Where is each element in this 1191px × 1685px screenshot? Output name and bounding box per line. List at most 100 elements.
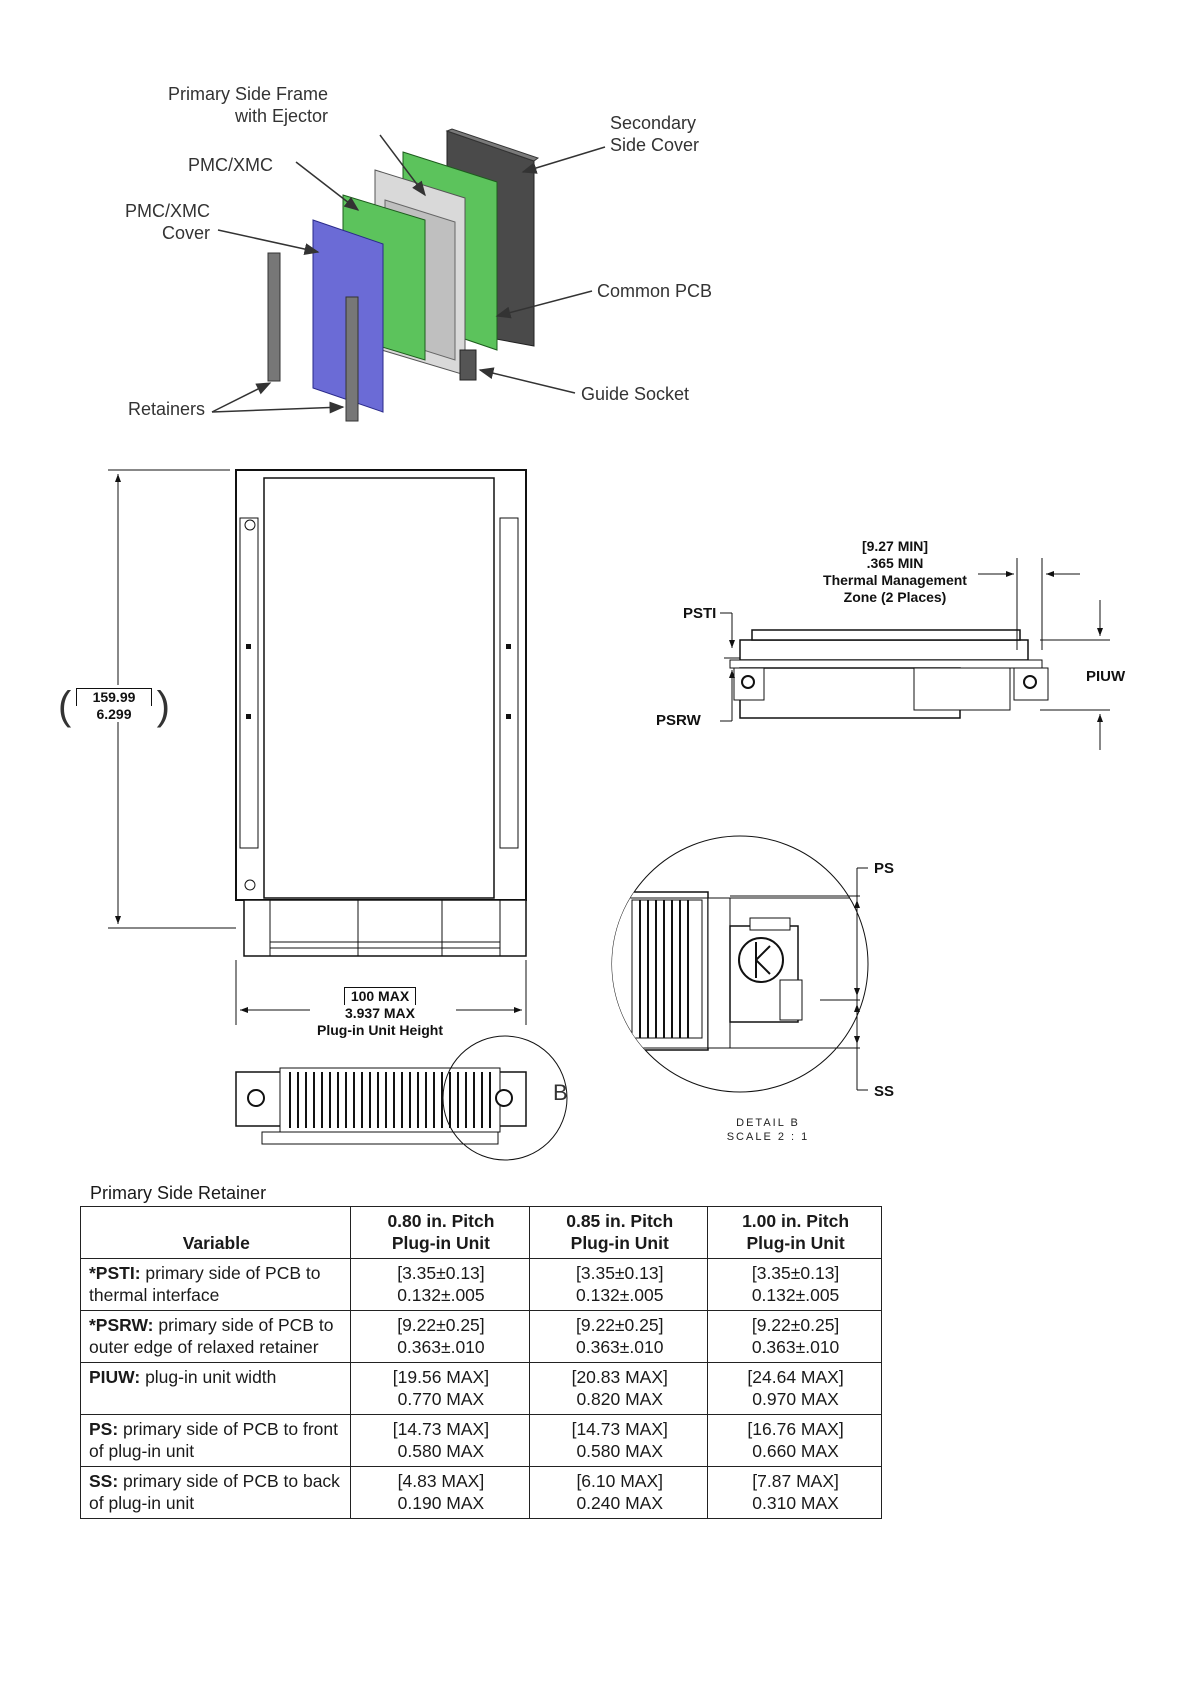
value-metric: [24.64 MAX] [747, 1367, 844, 1387]
value-cell: [3.35±0.13]0.132±.005 [529, 1258, 709, 1311]
variable-key: *PSRW: [89, 1315, 154, 1335]
value-metric: [19.56 MAX] [392, 1367, 490, 1387]
ss-label: SS [874, 1083, 895, 1100]
variable-key: PS: [89, 1419, 119, 1439]
label-pmc-xmc-cover: PMC/XMC Cover [100, 200, 210, 244]
header-pitch-085-line2: Plug-in Unit [570, 1233, 669, 1253]
variable-cell: *PSTI: primary side of PCB to thermal in… [80, 1258, 351, 1311]
height-dimension: ( ) 159.99 6.299 [58, 684, 170, 728]
value-metric: [3.35±0.13] [576, 1263, 664, 1283]
header-variable-label: Variable [182, 1233, 250, 1253]
value-inch: 0.363±.010 [751, 1337, 840, 1357]
table-title: Primary Side Retainer [90, 1183, 267, 1203]
thermal-zone-dim: [9.27 MIN] .365 MIN Thermal Management Z… [790, 538, 1000, 606]
value-cell: [3.35±0.13]0.132±.005 [707, 1258, 882, 1311]
label-secondary-side-cover-line2: Side Cover [610, 135, 700, 155]
value-metric: [6.10 MAX] [576, 1471, 664, 1491]
value-metric: [7.87 MAX] [752, 1471, 839, 1491]
value-inch: 0.970 MAX [752, 1389, 839, 1409]
table-row: SS: primary side of PCB to back of plug-… [80, 1466, 882, 1519]
detail-b-caption-line2: SCALE 2 : 1 [726, 1131, 810, 1143]
value-cell: [9.22±0.25]0.363±.010 [529, 1310, 709, 1363]
label-pmc-xmc: PMC/XMC [188, 155, 273, 175]
width-dim-metric: 100 MAX [343, 987, 417, 1005]
value-inch: 0.132±.005 [576, 1285, 664, 1305]
retainer-left-shape [267, 252, 281, 382]
value-inch: 0.132±.005 [751, 1285, 840, 1305]
width-dim-caption: Plug-in Unit Height [317, 1022, 443, 1038]
detail-b-drawing [611, 835, 869, 1093]
label-primary-side-frame-line1: Primary Side Frame [167, 84, 328, 104]
value-metric: [9.22±0.25] [397, 1315, 485, 1335]
table-row: *PSTI: primary side of PCB to thermal in… [80, 1258, 882, 1311]
label-common-pcb: Common PCB [597, 281, 713, 301]
psrw-label: PSRW [656, 712, 701, 729]
variable-description: plug-in unit width [140, 1367, 277, 1387]
value-cell: [6.10 MAX]0.240 MAX [529, 1466, 709, 1519]
value-metric: [16.76 MAX] [747, 1419, 844, 1439]
value-cell: [7.87 MAX]0.310 MAX [707, 1466, 882, 1519]
width-dim-inch: 3.937 MAX [344, 1005, 416, 1021]
label-pmc-xmc-cover-line2: Cover [161, 223, 210, 243]
value-metric: [9.22±0.25] [751, 1315, 840, 1335]
value-inch: 0.363±.010 [397, 1337, 485, 1357]
value-inch: 0.363±.010 [576, 1337, 664, 1357]
variable-description: primary side of PCB to thermal interface [89, 1263, 321, 1305]
header-pitch-100-line2: Plug-in Unit [746, 1233, 845, 1253]
value-cell: [4.83 MAX]0.190 MAX [349, 1466, 531, 1519]
table-row: PIUW: plug-in unit width [19.56 MAX]0.770… [80, 1362, 882, 1415]
value-cell: [20.83 MAX]0.820 MAX [529, 1362, 709, 1415]
variable-cell: PS: primary side of PCB to front of plug… [80, 1414, 351, 1467]
label-retainers: Retainers [128, 399, 206, 419]
exploded-assembly-drawing [211, 128, 606, 422]
value-cell: [9.22±0.25]0.363±.010 [349, 1310, 531, 1363]
header-variable: Variable [80, 1206, 351, 1259]
ps-label: PS [874, 860, 895, 877]
value-inch: 0.580 MAX [397, 1441, 485, 1461]
retainer-right-shape [345, 296, 359, 422]
variable-description: primary side of PCB to back of plug-in u… [89, 1471, 340, 1513]
value-inch: 0.770 MAX [397, 1389, 485, 1409]
psti-label: PSTI [683, 605, 717, 622]
thermal-zone-caption2: Zone (2 Places) [843, 589, 947, 605]
label-primary-side-frame-line2: with Ejector [234, 106, 328, 126]
table-body: *PSTI: primary side of PCB to thermal in… [80, 1258, 882, 1519]
header-pitch-085-line1: 0.85 in. Pitch [566, 1211, 674, 1231]
value-inch: 0.240 MAX [576, 1493, 664, 1513]
variable-description: primary side of PCB to front of plug-in … [89, 1419, 338, 1461]
label-pmc-xmc-cover-line1: PMC/XMC [125, 201, 210, 221]
value-metric: [20.83 MAX] [571, 1367, 668, 1387]
table-row: PS: primary side of PCB to front of plug… [80, 1414, 882, 1467]
width-dimension: 100 MAX 3.937 MAX Plug-in Unit Height [300, 987, 460, 1039]
thermal-zone-caption1: Thermal Management [823, 572, 967, 588]
value-cell: [19.56 MAX]0.770 MAX [349, 1362, 531, 1415]
value-metric: [9.22±0.25] [576, 1315, 664, 1335]
value-inch: 0.190 MAX [397, 1493, 485, 1513]
label-guide-socket: Guide Socket [581, 384, 690, 404]
label-secondary-side-cover-line1: Secondary [610, 113, 697, 133]
value-cell: [14.73 MAX]0.580 MAX [529, 1414, 709, 1467]
variable-key: PIUW: [89, 1367, 141, 1387]
value-cell: [16.76 MAX]0.660 MAX [707, 1414, 882, 1467]
value-inch: 0.580 MAX [576, 1441, 664, 1461]
variable-cell: *PSRW: primary side of PCB to outer edge… [80, 1310, 351, 1363]
height-dim-metric: 159.99 [76, 688, 152, 706]
variable-key: *PSTI: [89, 1263, 141, 1283]
piuw-label: PIUW [1086, 668, 1126, 685]
thermal-zone-metric: [9.27 MIN] [861, 538, 929, 554]
label-secondary-side-cover: Secondary Side Cover [610, 112, 699, 156]
value-cell: [24.64 MAX]0.970 MAX [707, 1362, 882, 1415]
height-dim-inch: 6.299 [96, 706, 132, 722]
variable-description: primary side of PCB to outer edge of rel… [89, 1315, 334, 1357]
header-pitch-080-line1: 0.80 in. Pitch [387, 1211, 495, 1231]
thermal-zone-inch: .365 MIN [866, 555, 924, 571]
value-inch: 0.132±.005 [397, 1285, 485, 1305]
value-metric: [14.73 MAX] [392, 1419, 490, 1439]
value-metric: [4.83 MAX] [397, 1471, 485, 1491]
value-metric: [14.73 MAX] [571, 1419, 668, 1439]
